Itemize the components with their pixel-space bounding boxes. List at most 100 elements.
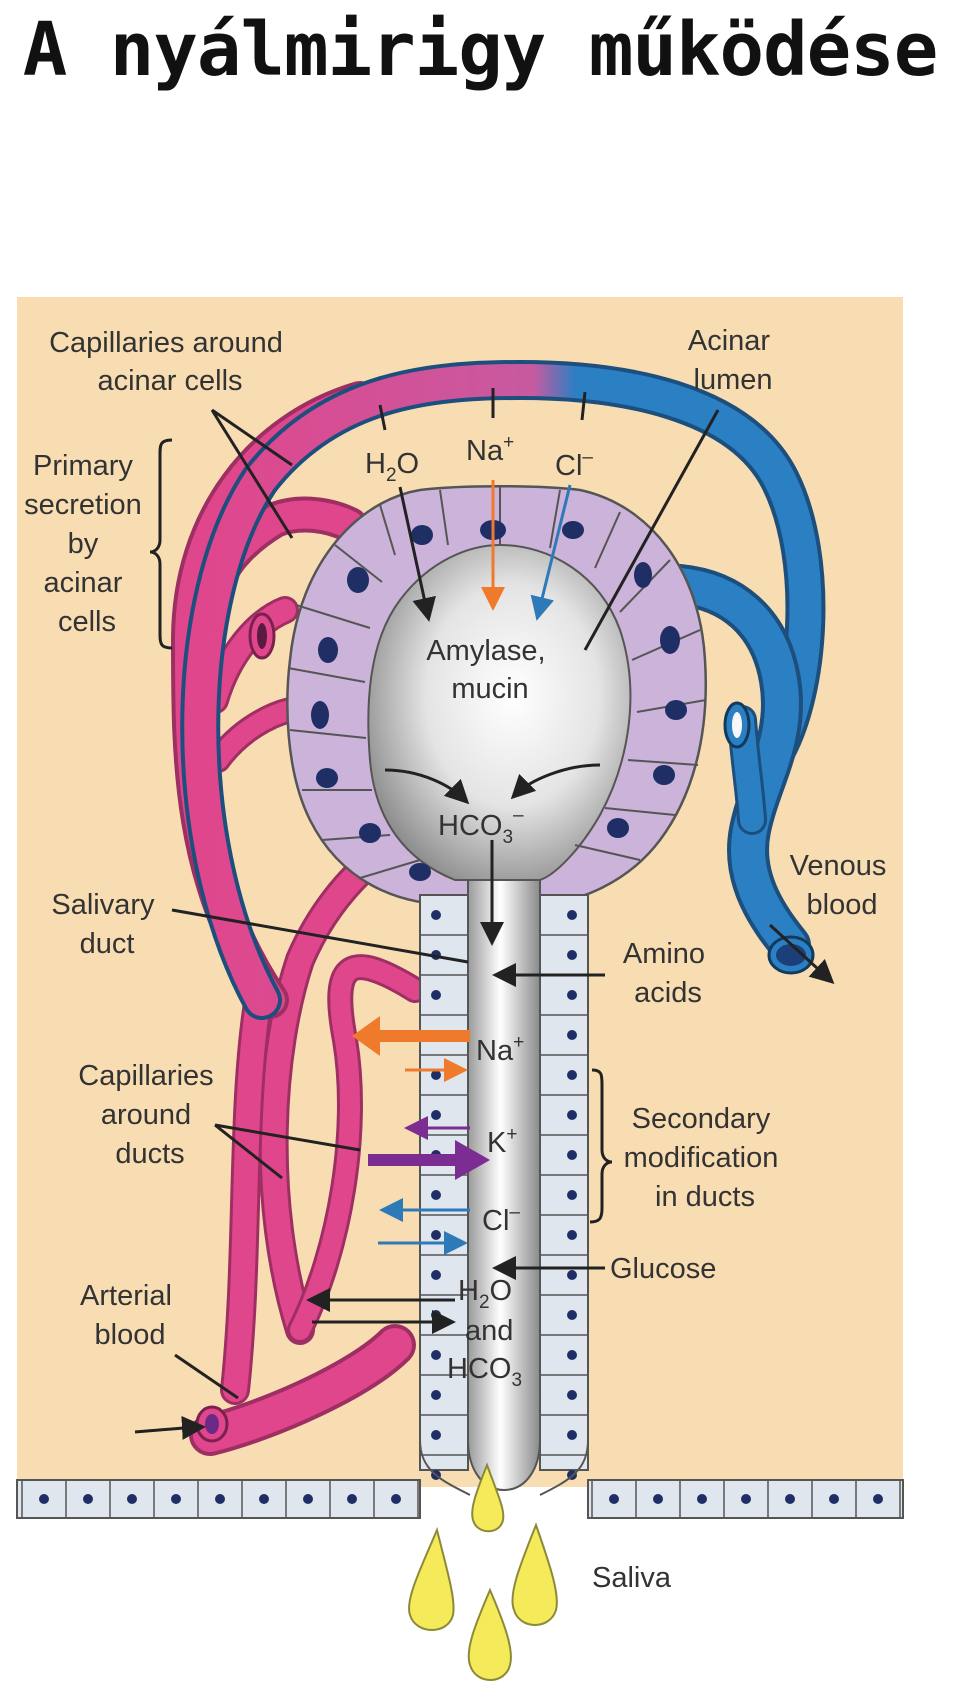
label-secondary-modification-2: modification (624, 1142, 779, 1174)
duct-cell-nucleus (431, 1070, 441, 1080)
epithelial-cell-nucleus (741, 1494, 751, 1504)
duct-cell-nucleus (431, 1350, 441, 1360)
svg-text:Capillaries around duc: Capillaries around ducts (78, 1060, 221, 1170)
epithelial-cells (21, 1480, 901, 1518)
duct-cell-nucleus (567, 990, 577, 1000)
duct-cell-nucleus (431, 1190, 441, 1200)
duct-cell-nucleus (431, 1230, 441, 1240)
label-secondary-modification-3: in ducts (655, 1181, 755, 1213)
label-acinar-lumen-1: Acinar (688, 325, 771, 357)
duct-cell-nucleus (567, 1350, 577, 1360)
venous-capillaries (659, 564, 811, 966)
epithelial-cell-nucleus (347, 1494, 357, 1504)
ion-h2o-top: H2O (365, 448, 419, 486)
label-capillaries-ducts-2: around (101, 1099, 191, 1131)
primary-secretion-bracket (149, 438, 173, 650)
label-capillaries-ducts-3: ducts (115, 1138, 184, 1170)
ion-cl-duct: Cl– (482, 1202, 520, 1237)
label-primary-secretion-5: cells (58, 606, 116, 638)
secondary-modification-bracket (589, 1068, 613, 1224)
label-amino-acids-1: Amino (623, 938, 705, 970)
label-primary-secretion-4: acinar (43, 567, 122, 599)
duct-cell-nucleus (431, 990, 441, 1000)
label-acinar-lumen-2: lumen (694, 364, 773, 396)
epithelial-cell-nucleus (785, 1494, 795, 1504)
svg-text:Arterial blood: Arterial blood (80, 1280, 180, 1351)
duct-cell-nucleus (567, 1030, 577, 1040)
label-capillaries-ducts-1: Capillaries (78, 1060, 213, 1092)
duct-cell-nucleus (567, 1190, 577, 1200)
duct-cell-nucleus (431, 1430, 441, 1440)
label-glucose: Glucose (610, 1253, 716, 1285)
svg-text:Secondary modification: Secondary modification in ducts (624, 1103, 787, 1213)
ion-na-duct: Na+ (476, 1032, 524, 1067)
label-saliva: Saliva (592, 1562, 672, 1594)
label-and: and (465, 1315, 513, 1347)
epithelial-cell-nucleus (873, 1494, 883, 1504)
svg-text:Amino acids: Amino acids (623, 938, 713, 1009)
ion-hco3-duct: HCO3 (447, 1353, 522, 1391)
label-salivary-duct-2: duct (80, 928, 135, 960)
epithelial-cell-nucleus (83, 1494, 93, 1504)
svg-text:Primary secretion by: Primary secretion by acinar cells (24, 450, 150, 638)
leader-lines (171, 408, 720, 1400)
duct-cell-nucleus (567, 1070, 577, 1080)
duct-cell-nucleus (431, 1310, 441, 1320)
duct-cell-nucleus (431, 910, 441, 920)
epithelial-cell-nucleus (609, 1494, 619, 1504)
duct-cell-nucleus (431, 1110, 441, 1120)
epithelial-cell-nucleus (829, 1494, 839, 1504)
duct-cell-nucleus (567, 1230, 577, 1240)
duct-cell-nucleus (567, 1150, 577, 1160)
label-capillaries-acinar-1: Capillaries around (49, 327, 283, 359)
label-arterial-blood-2: blood (95, 1319, 166, 1351)
duct-cell-nucleus (567, 910, 577, 920)
ion-k-duct: K+ (487, 1124, 517, 1159)
epithelial-cell-nucleus (653, 1494, 663, 1504)
label-venous-blood-1: Venous (790, 850, 887, 882)
svg-text:Salivary duct: Salivary duct (51, 889, 162, 960)
epithelial-cell-nucleus (391, 1494, 401, 1504)
saliva-drops (408, 1462, 558, 1681)
ion-cl-top: Cl– (555, 447, 593, 482)
svg-text:Capillaries around acinar: Capillaries around acinar cells (49, 327, 291, 397)
ion-hco3: HCO3– (438, 805, 524, 848)
duct-cell-nucleus (567, 1270, 577, 1280)
label-arterial-blood-1: Arterial (80, 1280, 172, 1312)
label-primary-secretion-1: Primary (33, 450, 133, 482)
duct-cell-nucleus (567, 950, 577, 960)
slide-title: A nyálmirigy működése (22, 7, 939, 93)
epithelial-cell-nucleus (697, 1494, 707, 1504)
label-secondary-modification-1: Secondary (632, 1103, 771, 1135)
label-amylase: Amylase, (426, 635, 545, 667)
svg-text:Amylase, mucin: Amylase, mucin (426, 635, 553, 705)
label-venous-blood-2: blood (807, 889, 878, 921)
duct-cell-nucleus (567, 1110, 577, 1120)
label-primary-secretion-2: secretion (24, 489, 142, 521)
epithelial-cell-nucleus (39, 1494, 49, 1504)
epithelial-cell-nucleus (171, 1494, 181, 1504)
duct-cell-nucleus (567, 1390, 577, 1400)
duct-cell-nucleus (431, 1270, 441, 1280)
ion-na-top: Na+ (466, 432, 514, 467)
epithelial-cell-nucleus (259, 1494, 269, 1504)
label-capillaries-acinar-2: acinar cells (97, 365, 242, 397)
duct-cell-nucleus (567, 1310, 577, 1320)
epithelial-cell-nucleus (303, 1494, 313, 1504)
svg-text:Acinar lumen: Acinar lumen (688, 325, 778, 396)
transport-arrows (134, 480, 835, 1440)
svg-text:Venous blood: Venous blood (790, 850, 895, 921)
duct-cell-nucleus (567, 1430, 577, 1440)
epithelial-cell-nucleus (215, 1494, 225, 1504)
epithelial-cell-nucleus (127, 1494, 137, 1504)
ion-h2o-duct: H2O (458, 1275, 512, 1313)
label-salivary-duct-1: Salivary (51, 889, 155, 921)
duct-cell-borders (420, 894, 588, 1480)
label-primary-secretion-3: by (68, 528, 99, 560)
label-mucin: mucin (451, 673, 528, 705)
duct-cell-nucleus (431, 1390, 441, 1400)
acinar-nuclei (311, 520, 687, 881)
label-amino-acids-2: acids (634, 977, 702, 1009)
salivary-duct (419, 879, 589, 1492)
